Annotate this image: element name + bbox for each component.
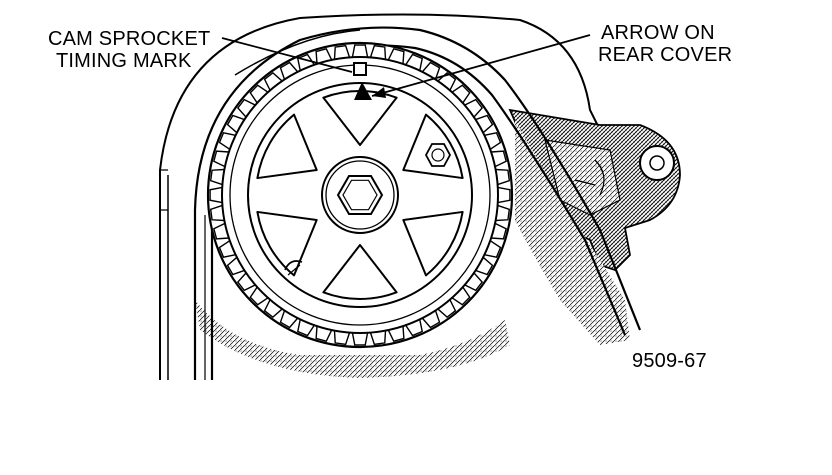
sprocket-tooth <box>209 168 225 186</box>
sprocket-tooth <box>263 71 283 91</box>
sprocket-window <box>322 244 398 300</box>
sprocket-tooth <box>218 131 236 150</box>
sprocket-tooth <box>263 299 283 319</box>
sprocket-window <box>402 210 464 277</box>
sprocket-tooth <box>387 48 405 64</box>
cam-sprocket-label-line2: TIMING MARK <box>56 50 192 72</box>
arrow-label-line1: ARROW ON <box>601 22 715 44</box>
sprocket-tooth <box>296 53 315 71</box>
sprocket-tooth <box>236 98 256 118</box>
cam-sprocket-label-line1: CAM SPROCKET <box>48 28 211 50</box>
sprocket-tooth <box>421 310 441 329</box>
sprocket-tooth <box>236 272 256 292</box>
sprocket-tooth <box>226 114 245 134</box>
sprocket-tooth <box>279 61 299 80</box>
leader-lines <box>221 34 591 98</box>
sprocket-tooth <box>315 326 333 342</box>
sprocket-tooth <box>464 272 484 292</box>
arrow-on-rear-cover-label: ARROW ON REAR COVER <box>598 22 732 66</box>
rear-cover <box>159 13 601 380</box>
sprocket-tooth <box>497 186 511 204</box>
sprocket-tooth <box>451 286 471 306</box>
cam-sprocket-timing-mark-label: CAM SPROCKET TIMING MARK <box>48 28 210 72</box>
sprocket-tooth <box>279 310 299 329</box>
sprocket-tooth <box>296 319 315 337</box>
sprocket-tooth <box>421 61 441 80</box>
sprocket-tooth <box>333 44 351 60</box>
sprocket-tooth <box>405 53 424 71</box>
sprocket-tooth <box>495 204 511 222</box>
sprocket-tooth <box>209 186 223 204</box>
cam-sprocket <box>206 41 514 349</box>
sprocket-tooth <box>333 330 351 346</box>
window-bolt <box>424 143 452 167</box>
sprocket-tooth <box>491 222 507 240</box>
sprocket-tooth <box>315 48 333 64</box>
sprocket-tooth <box>475 256 494 276</box>
sprocket-tooth <box>226 256 245 276</box>
window-bolt-lower <box>284 260 303 276</box>
sprocket-tooth <box>209 204 225 222</box>
sprocket-tooth <box>369 44 387 60</box>
sprocket-tooth <box>475 114 494 134</box>
sprocket-window <box>256 113 318 180</box>
sprocket-window <box>256 210 318 277</box>
rear-cover-arrow <box>354 82 372 100</box>
arrow-label-line2: REAR COVER <box>598 44 733 66</box>
sprocket-tooth <box>213 150 229 168</box>
sprocket-tooth <box>464 98 484 118</box>
sprocket-tooth <box>213 222 229 240</box>
sprocket-tooth <box>369 330 387 346</box>
sprocket-tooth <box>351 332 369 346</box>
sprocket-tooth <box>451 84 471 104</box>
sprocket-tooth <box>437 299 457 319</box>
cover-shading <box>195 120 630 378</box>
sprocket-tooth <box>405 319 424 337</box>
sprocket-tooth <box>387 326 405 342</box>
sprocket-tooth <box>351 44 369 58</box>
sprocket-tooth <box>495 168 511 186</box>
figure-number: 9509-67 <box>632 350 707 372</box>
sprocket-tooth <box>484 131 502 150</box>
sprocket-tooth <box>484 240 502 259</box>
sprocket-tooth <box>249 84 269 104</box>
sprocket-tooth <box>218 240 236 259</box>
sprocket-tooth <box>249 286 269 306</box>
sprocket-tooth <box>491 150 507 168</box>
